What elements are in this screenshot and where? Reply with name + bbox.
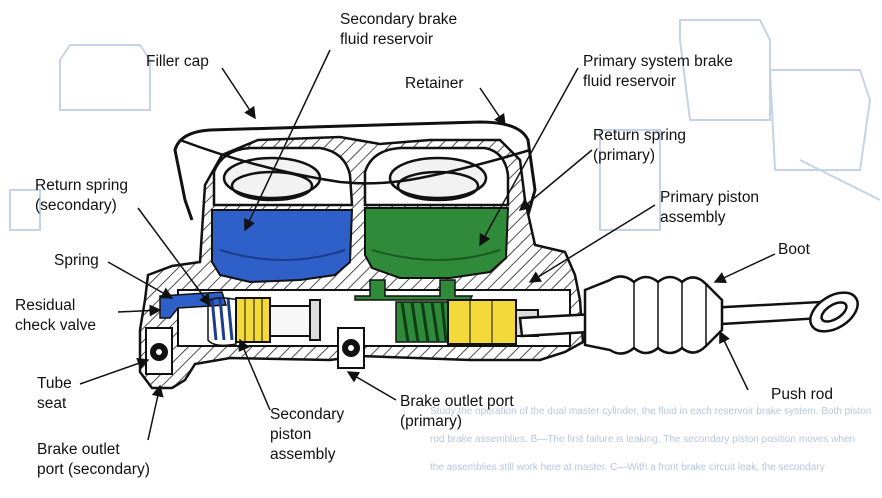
label-tube-seat: Tube seat	[37, 374, 72, 414]
label-line: fluid reservoir	[583, 73, 677, 90]
label-line: Filler cap	[146, 53, 209, 70]
label-line: Tube	[37, 375, 72, 392]
label-boot: Boot	[778, 240, 810, 260]
label-residual-check-valve: Residual check valve	[15, 296, 96, 336]
label-line: Brake outlet	[37, 441, 120, 458]
label-line: Return spring	[593, 127, 687, 144]
label-line: Secondary	[270, 406, 345, 423]
label-line: (primary)	[593, 147, 655, 164]
label-line: Primary piston	[660, 189, 760, 206]
label-line: (secondary)	[35, 197, 117, 214]
label-line: Spring	[54, 252, 99, 269]
label-line: Push rod	[771, 386, 834, 403]
label-line: assembly	[660, 209, 726, 226]
label-primary-reservoir: Primary system brake fluid reservoir	[583, 52, 733, 92]
background-bleed	[9, 19, 881, 231]
label-line: piston	[270, 426, 312, 443]
secondary-return-spring	[207, 297, 239, 347]
label-line: fluid reservoir	[340, 31, 434, 48]
bleed-text-3: the assemblies still work here at master…	[430, 462, 825, 473]
label-line: assembly	[270, 446, 336, 463]
label-line: port (secondary)	[37, 461, 150, 478]
label-line: Primary system brake	[583, 53, 733, 70]
label-retainer: Retainer	[405, 74, 464, 94]
label-spring: Spring	[54, 251, 99, 271]
label-line: Brake outlet port	[400, 393, 514, 410]
secondary-piston	[235, 297, 321, 343]
filler-caps	[212, 146, 510, 207]
bleed-text-1: Study the operation of the dual master c…	[430, 406, 871, 417]
label-filler-cap: Filler cap	[146, 52, 209, 72]
label-secondary-reservoir: Secondary brake fluid reservoir	[340, 10, 457, 50]
label-brake-outlet-primary: Brake outlet port (primary)	[400, 392, 514, 432]
secondary-reservoir-fluid	[211, 209, 354, 284]
primary-reservoir-fluid	[364, 207, 510, 279]
label-line: Secondary brake	[340, 11, 458, 28]
bleed-text-2: rod brake assemblies. B—The first failur…	[430, 434, 855, 445]
label-line: (primary)	[400, 413, 462, 430]
label-line: Return spring	[35, 177, 129, 194]
label-primary-piston: Primary piston assembly	[660, 188, 759, 228]
primary-return-spring	[395, 301, 449, 343]
outlet-ports	[145, 327, 365, 375]
label-return-spring-secondary: Return spring (secondary)	[35, 176, 128, 216]
rubber-boot	[583, 275, 724, 355]
primary-passage	[354, 279, 474, 301]
label-secondary-piston: Secondary piston assembly	[270, 405, 344, 465]
label-return-spring-primary: Return spring (primary)	[593, 126, 686, 166]
label-brake-outlet-secondary: Brake outlet port (secondary)	[37, 440, 150, 480]
label-line: seat	[37, 395, 67, 412]
label-line: Residual	[15, 297, 76, 314]
label-line: Retainer	[405, 75, 464, 92]
leader-lines	[79, 49, 776, 441]
label-line: check valve	[15, 317, 96, 334]
label-push-rod: Push rod	[771, 385, 833, 405]
label-line: Boot	[778, 241, 810, 258]
retainer-bail	[173, 120, 537, 221]
